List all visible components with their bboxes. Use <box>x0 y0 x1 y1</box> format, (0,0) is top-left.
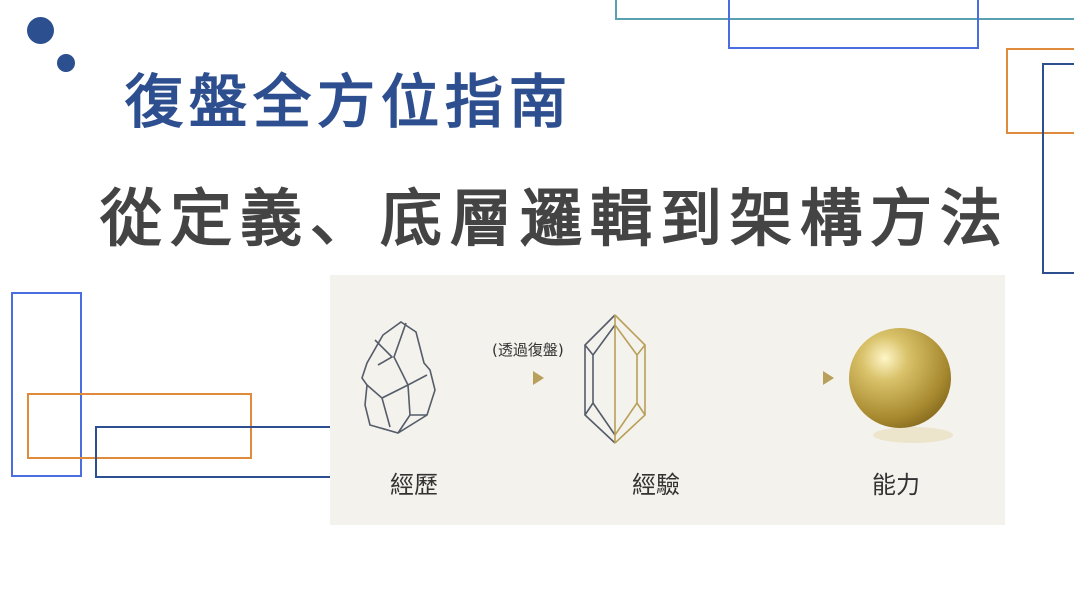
deco-blue-rect-left <box>11 292 82 477</box>
page-title: 復盤全方位指南 <box>125 68 574 136</box>
step-label-lesson: 經驗 <box>632 471 680 499</box>
deco-navy-rect-left <box>95 426 335 478</box>
page-subtitle: 從定義、底層邏輯到架構方法 <box>100 182 1011 255</box>
deco-teal-line <box>615 0 1074 20</box>
rock-icon <box>361 321 436 434</box>
step-label-ability: 能力 <box>872 471 920 499</box>
arrow-label: (透過復盤) <box>492 341 564 359</box>
gold-sphere-icon <box>849 328 951 428</box>
deco-blue-rect-top <box>728 0 979 49</box>
diagram-panel: (透過復盤) 經歷 經驗 能力 <box>330 275 1005 525</box>
deco-navy-rect-right <box>1042 63 1074 274</box>
deco-orange-rect-right <box>1006 48 1074 134</box>
step-label-experience: 經歷 <box>390 471 438 499</box>
deco-dot-small <box>57 54 75 72</box>
deco-dot-large <box>27 17 54 44</box>
crystal-icon <box>584 314 646 444</box>
